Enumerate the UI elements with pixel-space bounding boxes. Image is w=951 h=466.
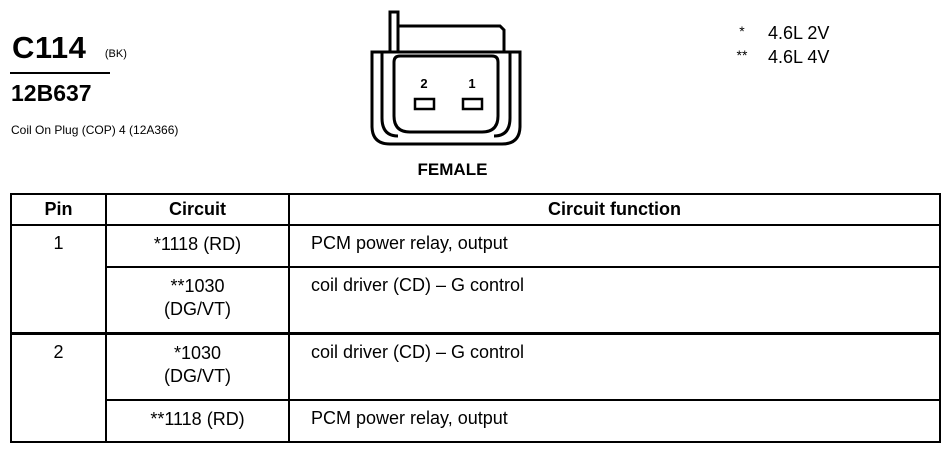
connector-outer-housing — [370, 10, 522, 146]
heading-underline — [10, 72, 110, 74]
function-cell: PCM power relay, output — [288, 224, 941, 268]
circuit-line: *1118 (RD) — [153, 234, 242, 254]
table-row: **1118 (RD) PCM power relay, output — [11, 399, 941, 443]
circuit-cell: *1118 (RD) — [105, 224, 290, 268]
circuit-line: *1030 — [173, 343, 222, 363]
connector-heading: C114 (BK) — [12, 30, 127, 66]
cavity-2 — [413, 97, 436, 111]
housing-step-left — [380, 52, 399, 138]
connector-face-diagram: 2 1 — [370, 10, 522, 146]
housing-step-right — [493, 52, 512, 138]
table-row: 1 *1118 (RD) PCM power relay, output — [10, 224, 941, 335]
part-number: 12B637 — [11, 80, 92, 106]
legend-value: 4.6L 2V — [768, 23, 830, 43]
cavity-1 — [461, 97, 484, 111]
view-label: FEMALE — [417, 160, 488, 179]
circuit-line: (DG/VT) — [164, 299, 231, 319]
legend: * 4.6L 2V ** 4.6L 4V — [720, 23, 830, 71]
pin-table: Pin Circuit Circuit function 1 *1118 (RD… — [10, 193, 941, 443]
header-circuit: Circuit — [105, 193, 290, 226]
function-cell: coil driver (CD) – G control — [288, 266, 941, 335]
circuit-cell: **1030 (DG/VT) — [105, 266, 290, 335]
connector-description: Coil On Plug (COP) 4 (12A366) — [11, 123, 179, 137]
connector-name: C114 — [12, 30, 87, 65]
table-header-row: Pin Circuit Circuit function — [10, 193, 941, 226]
circuit-cell: **1118 (RD) — [105, 399, 290, 443]
pin-cell: 1 — [10, 224, 107, 335]
cavity-label-2: 2 — [420, 76, 427, 91]
legend-row: * 4.6L 2V — [720, 23, 829, 47]
pin-cell: 2 — [10, 332, 107, 443]
header-function: Circuit function — [288, 193, 941, 226]
circuit-line: (DG/VT) — [164, 366, 231, 386]
function-cell: PCM power relay, output — [288, 399, 941, 443]
circuit-line: **1030 — [170, 276, 225, 296]
legend-mark: * — [739, 23, 745, 39]
legend-mark: ** — [736, 47, 748, 63]
table-row: **1030 (DG/VT) coil driver (CD) – G cont… — [11, 266, 941, 335]
connector-color-code: (BK) — [104, 47, 127, 60]
header-pin: Pin — [10, 193, 107, 226]
connector-inner-face — [392, 54, 500, 134]
table-row: 2 *1030 (DG/VT) coil driver (CD) – G con… — [10, 332, 941, 443]
legend-value: 4.6L 4V — [768, 47, 830, 67]
function-cell: coil driver (CD) – G control — [288, 332, 941, 401]
circuit-line: **1118 (RD) — [150, 409, 245, 429]
circuit-cell: *1030 (DG/VT) — [105, 332, 290, 401]
cavity-label-1: 1 — [468, 76, 475, 91]
legend-row: ** 4.6L 4V — [720, 47, 830, 71]
